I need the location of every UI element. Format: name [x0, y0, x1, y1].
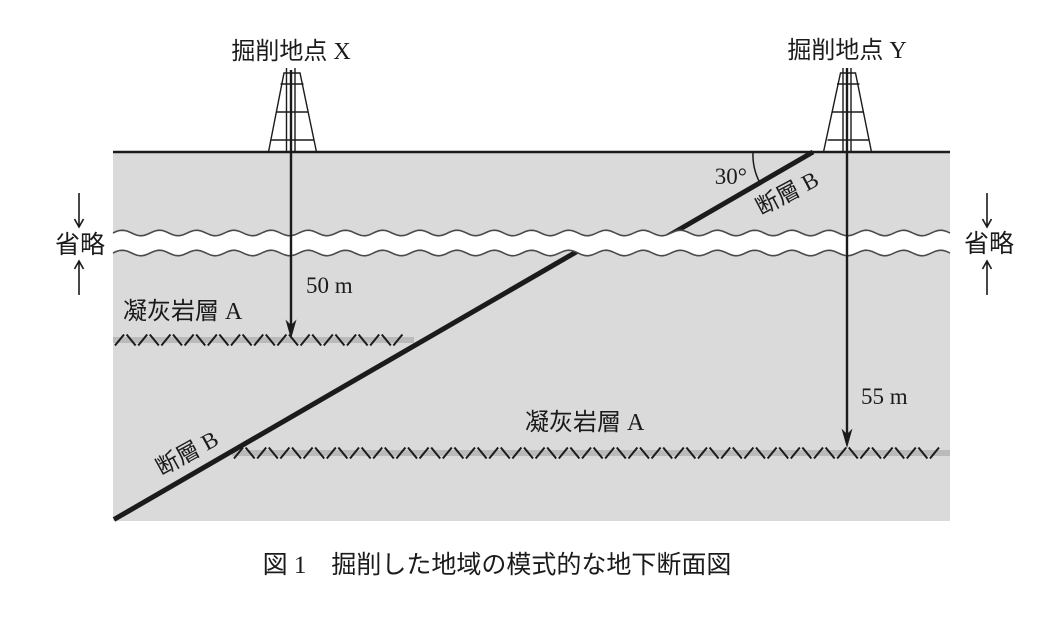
site-y-label: 掘削地点 Y	[787, 37, 906, 64]
figure-caption: 図 1 掘削した地域の模式的な地下断面図	[263, 551, 732, 579]
depth-50m-label: 50 m	[306, 273, 353, 298]
tuff-layer-a-label-left: 凝灰岩層 A	[123, 298, 243, 325]
omitted-label-right: 省略	[964, 230, 1014, 258]
tuff-layer-a-label-right: 凝灰岩層 A	[525, 409, 645, 436]
depth-55m-label: 55 m	[861, 384, 908, 409]
dip-angle-label: 30°	[715, 164, 747, 189]
site-x-label: 掘削地点 X	[231, 38, 350, 65]
tuff-band-underlay	[113, 337, 414, 343]
drill-derrick-x	[269, 68, 317, 152]
omitted-label-left: 省略	[55, 231, 105, 259]
